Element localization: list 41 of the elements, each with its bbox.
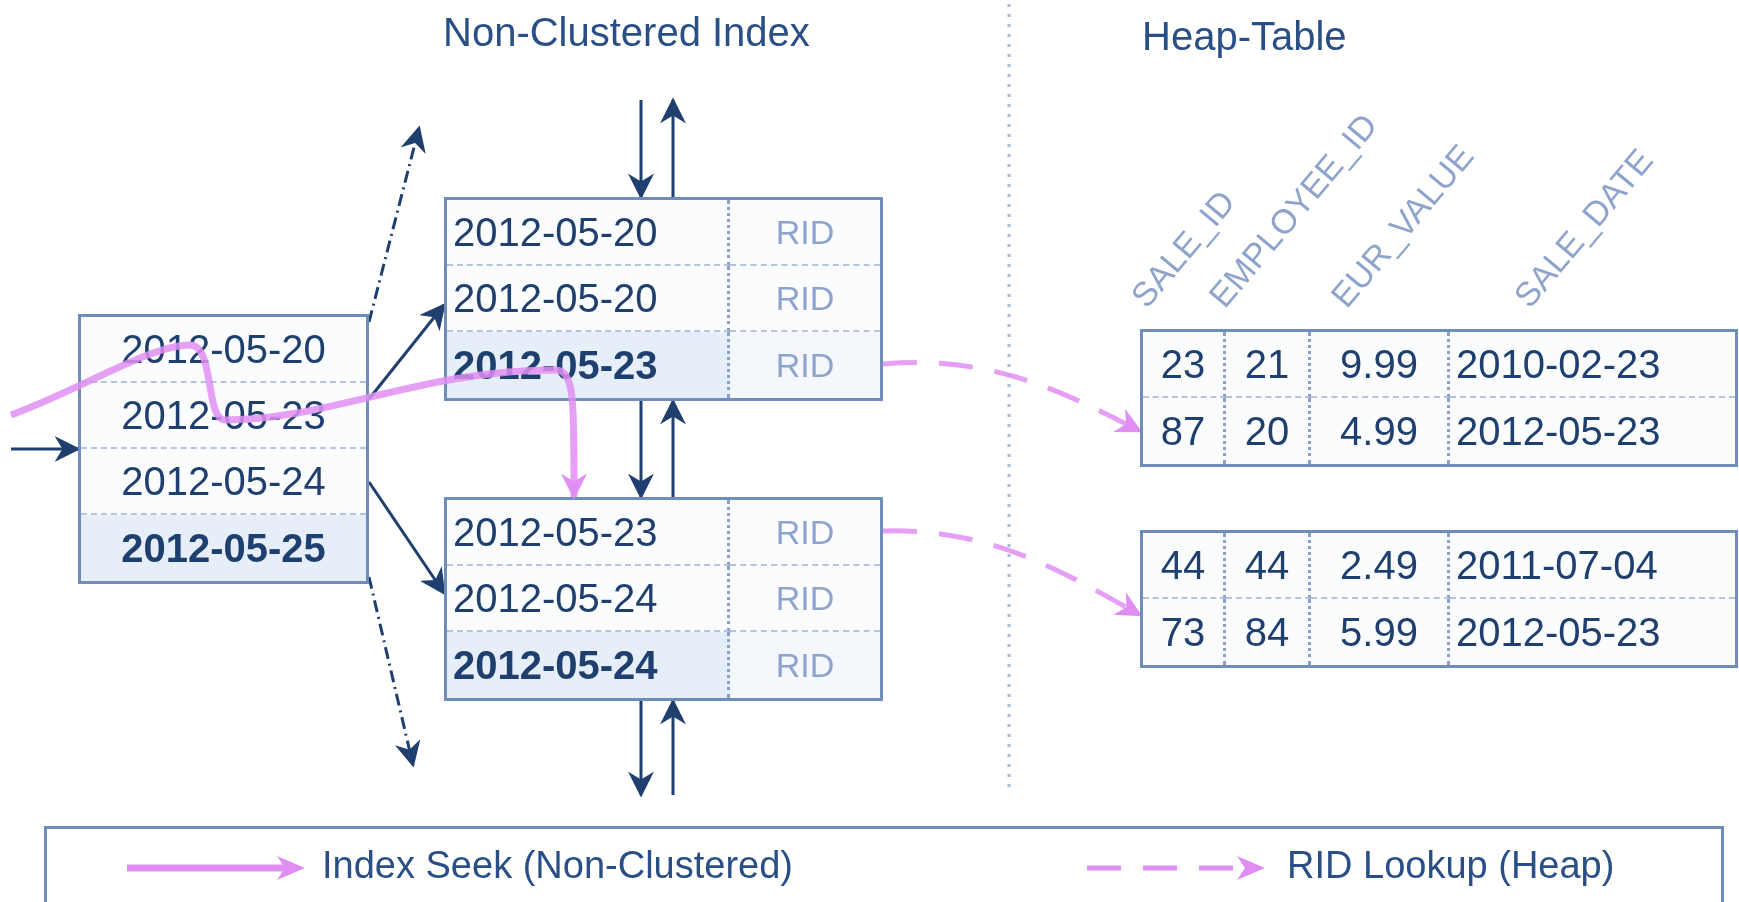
index-leaf-box [444, 197, 883, 401]
table-cell: 2010-02-23 [1450, 332, 1735, 398]
index-node-box [78, 314, 369, 584]
index-key: 2012-05-20 [447, 200, 730, 266]
arrow [367, 576, 421, 768]
table-cell: 5.99 [1311, 599, 1450, 665]
table-cell-text: 2012-05-23 [1455, 407, 1662, 455]
rid-label: RID [730, 500, 880, 566]
index-key: 2012-05-23 [447, 500, 730, 566]
table-cell: 84 [1226, 599, 1311, 665]
rid-label: RID [730, 200, 880, 266]
rid-label: RID [730, 632, 880, 698]
legend-label: Index Seek (Non-Clustered) [322, 844, 793, 887]
arrow [367, 125, 426, 323]
table-cell: 2.49 [1311, 533, 1450, 599]
table-cell: 44 [1226, 533, 1311, 599]
index-key: 2012-05-24 [447, 632, 730, 698]
arrow [367, 481, 446, 596]
heap-page-table [1140, 530, 1738, 668]
table-cell: 9.99 [1311, 332, 1450, 398]
table-cell: 87 [1143, 398, 1226, 464]
arrow [628, 701, 654, 798]
table-cell: 21 [1226, 332, 1311, 398]
table-cell: 20 [1226, 398, 1311, 464]
index-key: 2012-05-20 [81, 317, 366, 383]
index-leaf-box [444, 497, 883, 701]
arrow [660, 97, 686, 197]
section-heading: Heap-Table [1142, 14, 1347, 59]
index-key: 2012-05-23 [81, 383, 366, 449]
index-key: 2012-05-23 [447, 332, 730, 398]
rid-label: RID [730, 332, 880, 398]
section-heading: Non-Clustered Index [443, 10, 810, 55]
heap-page-table [1140, 329, 1738, 467]
table-cell: 23 [1143, 332, 1226, 398]
legend-label: RID Lookup (Heap) [1287, 844, 1615, 887]
index-key: 2012-05-25 [81, 515, 366, 581]
table-cell: 2011-07-04 [1450, 533, 1735, 599]
table-cell: 73 [1143, 599, 1226, 665]
table-cell: 4.99 [1311, 398, 1450, 464]
table-cell: 44 [1143, 533, 1226, 599]
table-cell-text: 2012-05-23 [1455, 608, 1662, 656]
